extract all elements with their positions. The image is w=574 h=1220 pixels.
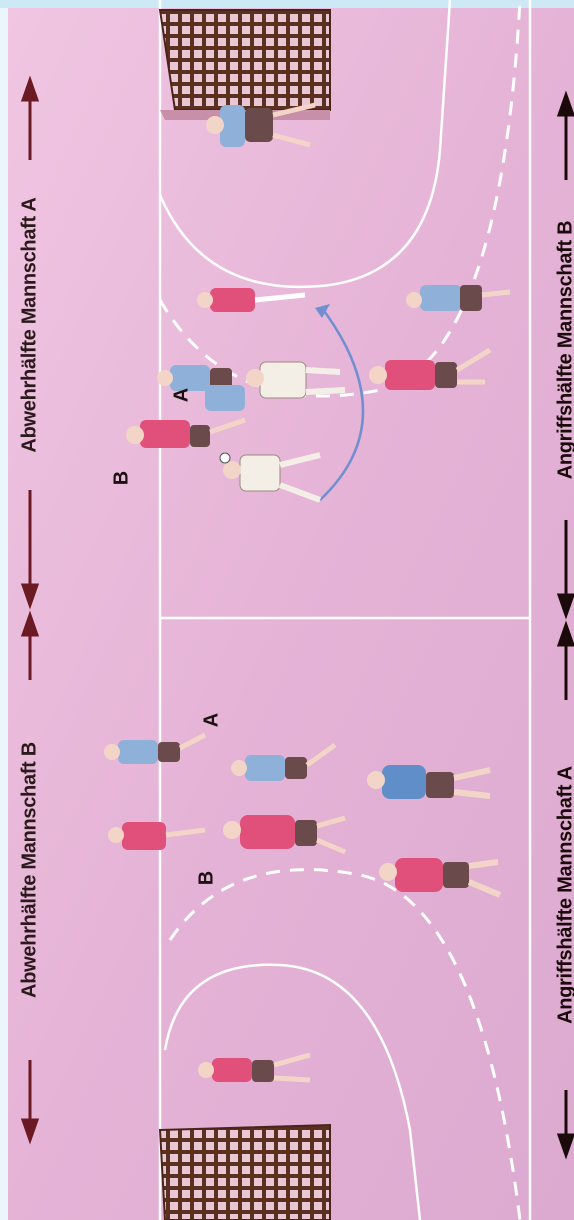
team-letter-b-upper: B	[111, 471, 134, 485]
label-defense-half-b: Abwehrhälfte Mannschaft B	[19, 742, 42, 998]
team-letter-a-upper: A	[171, 388, 194, 402]
court-surface	[8, 0, 574, 1220]
goal-top	[160, 10, 330, 120]
label-attack-half-a: Angriffshälfte Mannschaft A	[555, 766, 574, 1024]
team-letter-b-lower: B	[196, 871, 219, 885]
label-defense-half-a: Abwehrhälfte Mannschaft A	[19, 197, 42, 452]
team-letter-a-lower: A	[201, 713, 224, 727]
goal-bottom	[160, 1125, 330, 1220]
label-attack-half-b: Angriffshälfte Mannschaft B	[555, 221, 574, 480]
